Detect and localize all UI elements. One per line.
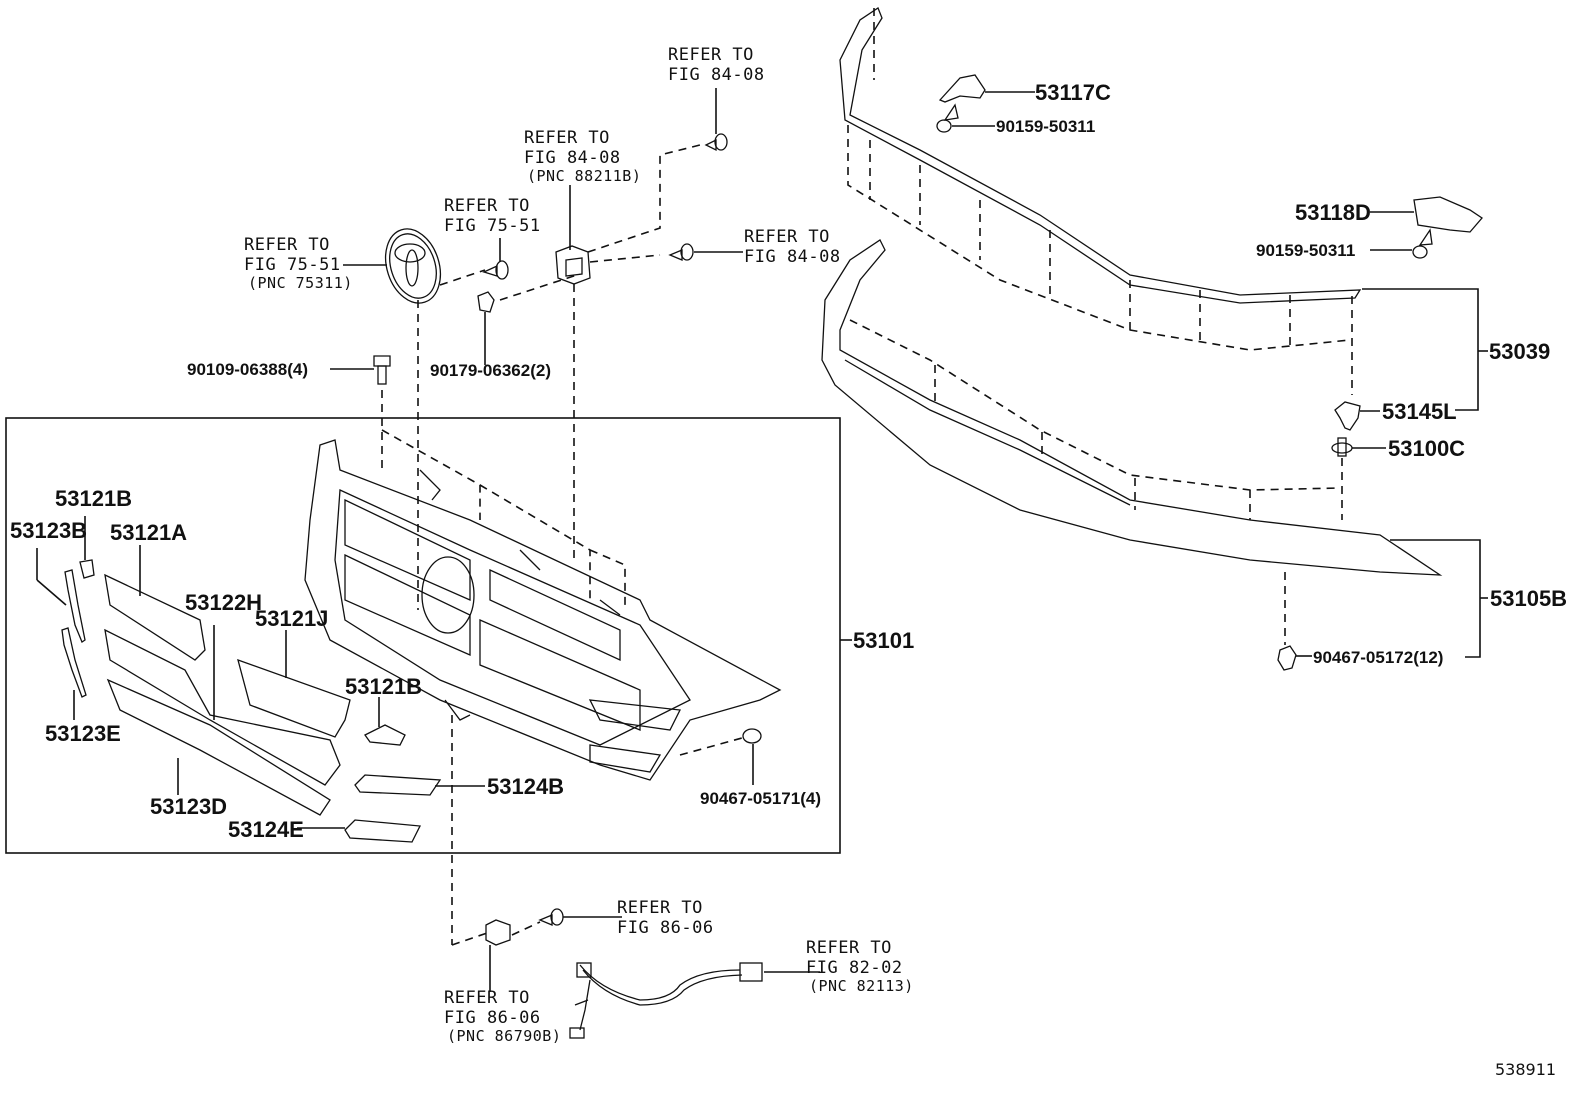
- refer-callout-line1[interactable]: REFER TO: [444, 988, 530, 1008]
- refer-callout-line2[interactable]: FIG 86-06: [444, 1008, 541, 1028]
- part-number-53121J[interactable]: 53121J: [255, 606, 328, 631]
- assembly-line: [847, 125, 1351, 351]
- assembly-line: [849, 319, 1341, 491]
- refer-callout-line1[interactable]: REFER TO: [524, 128, 610, 148]
- bracket-53118D[interactable]: [1413, 196, 1483, 233]
- grille-molding-53123D[interactable]: [106, 678, 331, 816]
- sensor-bracket[interactable]: [555, 245, 591, 285]
- grille-molding-53122H[interactable]: [104, 628, 341, 786]
- refer-callout-pnc[interactable]: (PNC 75311): [248, 274, 353, 292]
- part-number-90179-06362[interactable]: 90179-06362(2): [430, 361, 551, 380]
- part-number-53118D[interactable]: 53118D: [1295, 200, 1371, 225]
- part-number-53117C[interactable]: 53117C: [1035, 80, 1111, 105]
- toyota-emblem[interactable]: [377, 222, 450, 310]
- leader-bracket: [1362, 288, 1479, 411]
- clip-53145L[interactable]: [1334, 401, 1361, 431]
- part-number-90467-05172[interactable]: 90467-05172(12): [1313, 648, 1443, 667]
- leader-bracket: [1390, 539, 1481, 658]
- nut-icon[interactable]: [477, 291, 495, 313]
- assembly-line: [499, 273, 581, 301]
- part-number-53100C[interactable]: 53100C: [1388, 436, 1465, 461]
- grille-molding-53121J[interactable]: [237, 658, 351, 738]
- part-number-90159-50311[interactable]: 90159-50311: [996, 117, 1095, 136]
- refer-callout-line2[interactable]: FIG 82-02: [806, 958, 903, 978]
- screw-icon[interactable]: [1412, 228, 1433, 259]
- refer-callout-line2[interactable]: FIG 75-51: [444, 216, 541, 236]
- clip-53100C[interactable]: [1331, 437, 1353, 457]
- part-number-90109-06388[interactable]: 90109-06388(4): [187, 360, 308, 379]
- radiator-grille-53101[interactable]: [304, 439, 782, 781]
- part-number-53039[interactable]: 53039: [1489, 339, 1550, 364]
- screw-icon[interactable]: [482, 260, 509, 280]
- assembly-line: [511, 921, 541, 936]
- part-number-53121B[interactable]: 53121B: [345, 674, 422, 699]
- screw-icon[interactable]: [704, 133, 728, 152]
- part-number-53123B[interactable]: 53123B: [10, 518, 87, 543]
- refer-callout-line2[interactable]: FIG 84-08: [524, 148, 621, 168]
- assembly-line: [451, 931, 491, 946]
- figure-id: 538911: [1495, 1060, 1556, 1079]
- garnish-53124B[interactable]: [354, 774, 442, 796]
- garnish-53124E[interactable]: [344, 819, 422, 843]
- assembly-line: [589, 549, 626, 610]
- refer-callout-line2[interactable]: FIG 84-08: [668, 65, 765, 85]
- part-number-53145L[interactable]: 53145L: [1382, 399, 1457, 424]
- part-number-53101[interactable]: 53101: [853, 628, 914, 653]
- grille-assembly-box: [5, 417, 841, 854]
- assembly-line: [439, 269, 486, 286]
- refer-callout-line1[interactable]: REFER TO: [806, 938, 892, 958]
- part-number-90159-50311[interactable]: 90159-50311: [1256, 241, 1355, 260]
- radar-sensor-bracket[interactable]: [485, 919, 511, 946]
- part-number-90467-05171[interactable]: 90467-05171(4): [700, 789, 821, 808]
- refer-callout-line2[interactable]: FIG 86-06: [617, 918, 714, 938]
- garnish-53123B[interactable]: [64, 569, 86, 643]
- assembly-line: [679, 737, 743, 756]
- refer-callout-pnc[interactable]: (PNC 88211B): [527, 167, 641, 185]
- part-number-53121B[interactable]: 53121B: [55, 486, 132, 511]
- garnish-53121B-top[interactable]: [79, 559, 95, 579]
- lower-bumper-53105B[interactable]: [821, 239, 1443, 576]
- assembly-line: [589, 254, 661, 263]
- part-number-53122H[interactable]: 53122H: [185, 590, 262, 615]
- bracket-53117C[interactable]: [938, 74, 986, 103]
- refer-callout-line1[interactable]: REFER TO: [244, 235, 330, 255]
- assembly-line: [381, 429, 481, 520]
- refer-callout-pnc[interactable]: (PNC 86790B): [447, 1027, 561, 1045]
- screw-icon[interactable]: [668, 243, 694, 261]
- part-number-53123E[interactable]: 53123E: [45, 721, 121, 746]
- screw-icon[interactable]: [538, 908, 564, 926]
- part-number-53124E[interactable]: 53124E: [228, 817, 304, 842]
- assembly-line: [587, 144, 701, 253]
- garnish-53121B-mid[interactable]: [364, 724, 406, 746]
- part-number-53123D[interactable]: 53123D: [150, 794, 227, 819]
- grille-molding-53121A[interactable]: [104, 573, 206, 661]
- refer-callout-line2[interactable]: FIG 75-51: [244, 255, 341, 275]
- refer-callout-line1[interactable]: REFER TO: [617, 898, 703, 918]
- bolt-icon[interactable]: [373, 355, 391, 385]
- garnish-53123E[interactable]: [61, 627, 87, 698]
- refer-callout-line2[interactable]: FIG 84-08: [744, 247, 841, 267]
- upper-molding-53039[interactable]: [839, 7, 1362, 304]
- part-number-53105B[interactable]: 53105B: [1490, 586, 1567, 611]
- clip-icon[interactable]: [742, 728, 762, 744]
- refer-callout-line1[interactable]: REFER TO: [444, 196, 530, 216]
- wire-harness[interactable]: [569, 962, 763, 1039]
- clip-90467-05172[interactable]: [1277, 645, 1297, 671]
- refer-callout-line1[interactable]: REFER TO: [668, 45, 754, 65]
- part-number-53121A[interactable]: 53121A: [110, 520, 187, 545]
- refer-callout-line1[interactable]: REFER TO: [744, 227, 830, 247]
- part-number-53124B[interactable]: 53124B: [487, 774, 564, 799]
- screw-icon[interactable]: [936, 103, 959, 133]
- leader-line: [36, 579, 67, 606]
- refer-callout-pnc[interactable]: (PNC 82113): [809, 977, 914, 995]
